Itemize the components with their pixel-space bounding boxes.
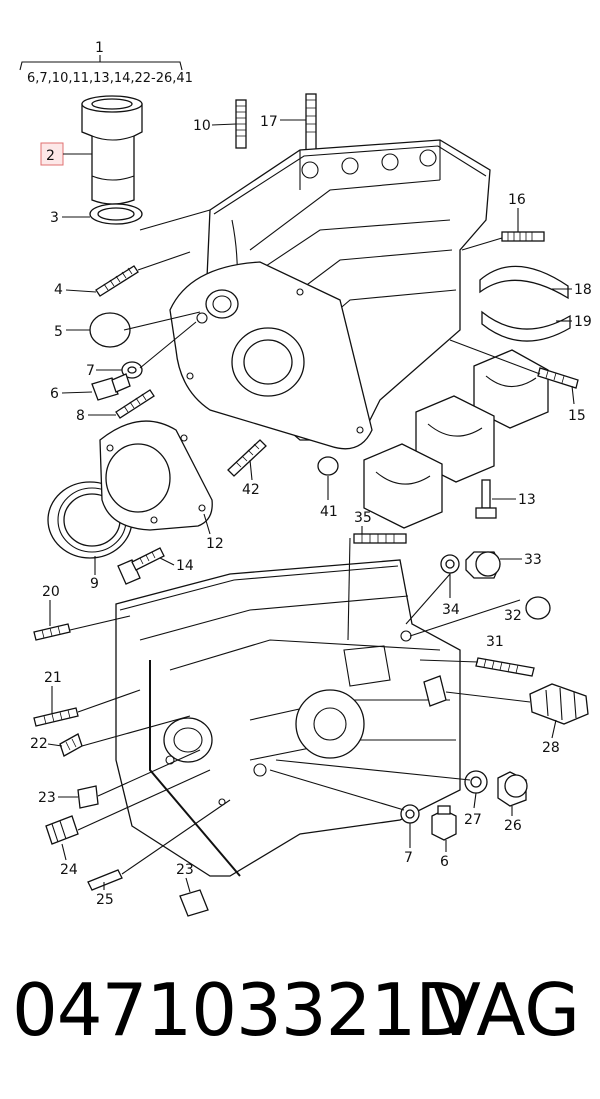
stud-42 xyxy=(227,439,267,477)
plug-32 xyxy=(525,596,551,620)
callout-8: 8 xyxy=(76,408,85,424)
callout-21: 21 xyxy=(44,670,62,686)
callout-25: 25 xyxy=(96,892,114,908)
stud-31 xyxy=(475,657,535,677)
stud-35 xyxy=(353,533,407,544)
callout-1: 1 xyxy=(95,40,104,56)
callout-6-lower: 6 xyxy=(440,854,449,870)
cylinder-liner xyxy=(81,95,143,205)
upper-front-cover xyxy=(169,261,373,450)
callout-3: 3 xyxy=(50,210,59,226)
callout-32: 32 xyxy=(504,608,522,624)
callout-16: 16 xyxy=(508,192,526,208)
callout-33: 33 xyxy=(524,552,542,568)
main-bearing-cap-3 xyxy=(363,443,443,529)
stud-21 xyxy=(33,707,79,727)
callout-6-upper: 6 xyxy=(50,386,59,402)
callout-2: 2 xyxy=(46,148,55,164)
cover-gasket-12 xyxy=(99,420,213,531)
plug-41 xyxy=(317,456,339,476)
pin-23 xyxy=(77,785,99,809)
sensor-28 xyxy=(529,683,589,725)
washer-34 xyxy=(440,554,460,574)
callout-7-upper: 7 xyxy=(86,363,95,379)
callout-15: 15 xyxy=(568,408,586,424)
callout-10: 10 xyxy=(193,118,211,134)
stud-4 xyxy=(95,265,139,297)
bearing-shell-19 xyxy=(481,310,571,342)
callout-42: 42 xyxy=(242,482,260,498)
callout-41: 41 xyxy=(320,504,338,520)
washer-7-upper xyxy=(121,361,143,379)
callout-18: 18 xyxy=(574,282,592,298)
callout-13: 13 xyxy=(518,492,536,508)
callout-31: 31 xyxy=(486,634,504,650)
callout-20: 20 xyxy=(42,584,60,600)
callout-24: 24 xyxy=(60,862,78,878)
dowel-25 xyxy=(87,869,123,891)
callout-19: 19 xyxy=(574,314,592,330)
exploded-parts-diagram: 1 6,7,10,11,13,14,22-26,41 2 3 4 5 7 xyxy=(19,40,592,917)
group-bracket xyxy=(19,61,183,71)
stud-8 xyxy=(115,389,155,419)
bolt-6-upper xyxy=(91,373,131,401)
callout-7-lower: 7 xyxy=(404,850,413,866)
bearing-shell-18 xyxy=(479,265,569,300)
pin-23-lower xyxy=(179,889,209,917)
callout-22: 22 xyxy=(30,736,48,752)
bolt-6-lower xyxy=(431,805,457,841)
callout-23-lower: 23 xyxy=(176,862,194,878)
brand-label: VAG xyxy=(431,968,580,1052)
plug-26 xyxy=(497,771,528,807)
part-number: 047103321D xyxy=(12,968,471,1052)
bolt-14 xyxy=(117,547,165,585)
callout-23: 23 xyxy=(38,790,56,806)
stud-10 xyxy=(235,99,247,149)
callout-17: 17 xyxy=(260,114,278,130)
washer-27 xyxy=(464,770,488,794)
callout-34: 34 xyxy=(442,602,460,618)
callout-26: 26 xyxy=(504,818,522,834)
bolt-13 xyxy=(475,479,497,519)
stud-20 xyxy=(33,623,71,641)
callout-27: 27 xyxy=(464,812,482,828)
callout-5: 5 xyxy=(54,324,63,340)
callout-28: 28 xyxy=(542,740,560,756)
group-parts-list: 6,7,10,11,13,14,22-26,41 xyxy=(27,71,193,86)
callout-9: 9 xyxy=(90,576,99,592)
stud-16 xyxy=(501,231,545,242)
callout-4: 4 xyxy=(54,282,63,298)
callout-12: 12 xyxy=(206,536,224,552)
washer-7-lower xyxy=(400,804,420,824)
spring-22 xyxy=(59,733,83,757)
stud-17 xyxy=(305,93,317,151)
sleeve-24 xyxy=(45,815,79,845)
callout-35: 35 xyxy=(354,510,372,526)
plug-33 xyxy=(465,551,501,579)
callout-14: 14 xyxy=(176,558,194,574)
lower-engine-block xyxy=(115,559,461,877)
leader-lines xyxy=(69,209,541,875)
sealing-ring xyxy=(89,203,143,225)
